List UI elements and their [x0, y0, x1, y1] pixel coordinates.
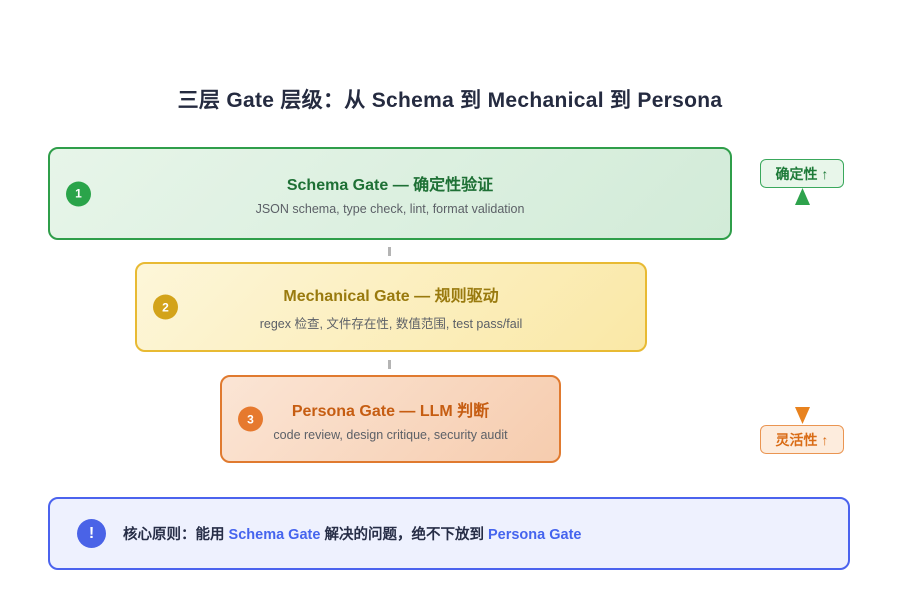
principle-highlight-persona: Persona Gate — [487, 527, 582, 543]
axis-label-flexibility: 灵活性 ↑ — [760, 425, 844, 454]
gate-subtitle: JSON schema, type check, lint, format va… — [255, 202, 525, 216]
connector-dash — [388, 360, 391, 369]
gate-title: Mechanical Gate — 规则驱动 — [283, 288, 499, 305]
axis-gradient-arrow-icon — [795, 188, 810, 424]
gate-title: Schema Gate — 确定性验证 — [286, 177, 494, 194]
gate-subtitle: regex 检查, 文件存在性, 数值范围, test pass/fail — [259, 317, 523, 331]
axis-label-certainty: 确定性 ↑ — [760, 159, 844, 188]
gate-box-schema: 1 Schema Gate — 确定性验证 JSON schema, type … — [48, 147, 732, 240]
principle-highlight-schema: Schema Gate — [228, 527, 321, 543]
page-title: 三层 Gate 层级：从 Schema 到 Mechanical 到 Perso… — [177, 89, 723, 112]
gate-title: Persona Gate — LLM 判断 — [291, 402, 490, 420]
gate-number-badge: 3 — [238, 406, 263, 432]
principle-middle: 解决的问题，绝不下放到 — [320, 527, 488, 543]
connector-dash — [388, 247, 391, 256]
gate-number-badge: 2 — [153, 294, 178, 320]
principle-text: 核心原则：能用 Schema Gate 解决的问题，绝不下放到 Persona … — [123, 523, 581, 544]
exclamation-icon: ! — [77, 519, 106, 548]
gate-box-persona: 3 Persona Gate — LLM 判断 code review, des… — [220, 375, 561, 463]
gate-box-mechanical: 2 Mechanical Gate — 规则驱动 regex 检查, 文件存在性… — [135, 262, 647, 352]
principle-prefix: 核心原则：能用 — [123, 527, 229, 543]
gate-subtitle: code review, design critique, security a… — [273, 427, 508, 442]
gate-number-badge: 1 — [66, 181, 91, 206]
principle-note: ! 核心原则：能用 Schema Gate 解决的问题，绝不下放到 Person… — [48, 497, 850, 570]
